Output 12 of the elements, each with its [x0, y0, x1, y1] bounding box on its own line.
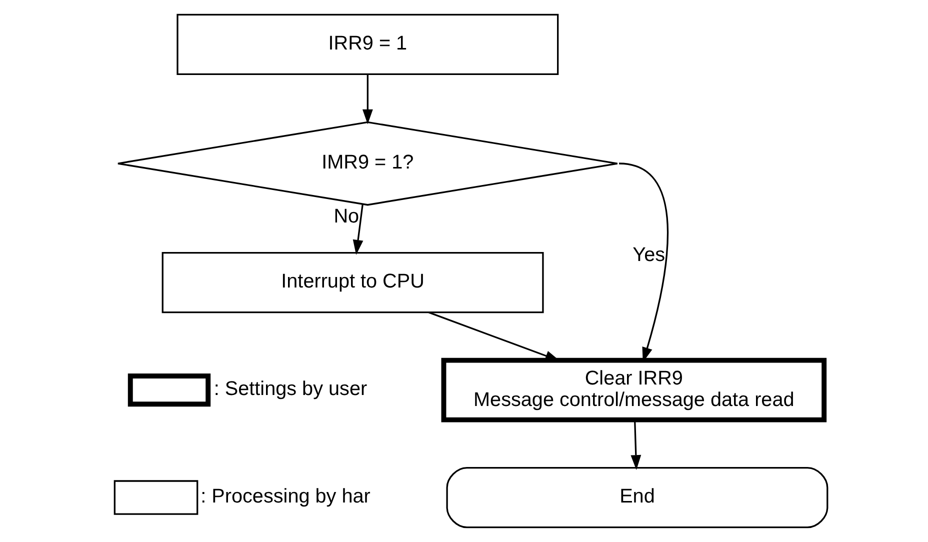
legend-label: : Processing by har: [200, 486, 370, 508]
node-box: IRR9 = 1: [176, 14, 559, 76]
edge-label: No: [334, 205, 360, 228]
node-diamond: IMR9 = 1?: [117, 121, 618, 206]
node-box: Interrupt to CPU: [162, 252, 544, 314]
arrow: [630, 420, 642, 470]
arrow: [362, 74, 373, 124]
legend-label: : Settings by user: [214, 378, 368, 400]
edge-label: Yes: [632, 244, 666, 266]
node-box: End: [446, 466, 828, 528]
arrow: [352, 204, 364, 255]
node-box: Clear IRR9 Message control/message data read: [441, 358, 827, 422]
